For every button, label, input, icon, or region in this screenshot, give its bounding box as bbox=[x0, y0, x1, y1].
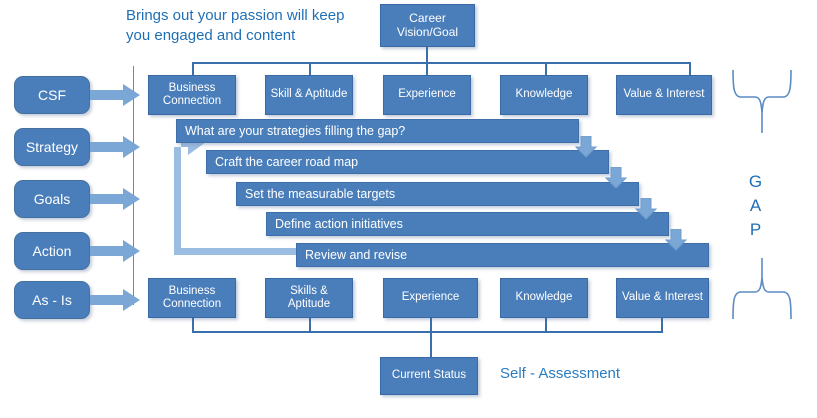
connector-asis-riser-5 bbox=[661, 318, 663, 332]
arrow-csf-icon bbox=[90, 84, 140, 106]
csf-cell-label: Business Connection bbox=[162, 81, 222, 107]
upper-brace-icon bbox=[731, 70, 793, 134]
sidebar-item-label: CSF bbox=[38, 86, 66, 103]
arrow-strategy-icon bbox=[90, 136, 140, 158]
connector-asis-riser-4 bbox=[545, 318, 547, 332]
step-4: Define action initiatives bbox=[266, 212, 669, 236]
career-vision-goal-label: Career Vision/Goal bbox=[396, 10, 459, 39]
step-down-arrow-3-icon bbox=[635, 198, 657, 220]
asis-cell-label: Knowledge bbox=[515, 291, 573, 304]
asis-cell-label: Skills & Aptitude bbox=[287, 284, 331, 310]
arrow-goals-icon bbox=[90, 188, 140, 210]
asis-cell-knowledge: Knowledge bbox=[500, 278, 588, 318]
sidebar-item-csf[interactable]: CSF bbox=[14, 76, 90, 114]
step-label: What are your strategies filling the gap… bbox=[185, 123, 406, 138]
career-vision-goal-box: Career Vision/Goal bbox=[380, 4, 475, 47]
arrow-as-is-icon bbox=[90, 289, 140, 311]
csf-cell-experience: Experience bbox=[383, 75, 471, 115]
connector-csf-bus bbox=[192, 62, 690, 64]
connector-csf-drop-5 bbox=[689, 62, 691, 75]
step-label: Set the measurable targets bbox=[245, 186, 396, 201]
connector-asis-riser-2 bbox=[309, 318, 311, 332]
csf-cell-label: Knowledge bbox=[515, 88, 573, 101]
asis-cell-experience: Experience bbox=[383, 278, 478, 318]
headline-caption: Brings out your passion will keep you en… bbox=[126, 7, 345, 45]
sidebar-item-strategy[interactable]: Strategy bbox=[14, 128, 90, 166]
step-label: Define action initiatives bbox=[275, 216, 403, 231]
connector-csf-drop-1 bbox=[192, 62, 194, 75]
asis-cell-value-interest: Value & Interest bbox=[616, 278, 709, 318]
connector-csf-drop-2 bbox=[309, 62, 311, 75]
step-down-arrow-2-icon bbox=[605, 167, 627, 189]
csf-cell-label: Skill & Aptitude bbox=[270, 88, 348, 101]
sidebar-item-label: Strategy bbox=[25, 138, 79, 155]
sidebar-item-label: As - Is bbox=[32, 291, 72, 308]
vertical-rail bbox=[133, 66, 134, 305]
step-5: Review and revise bbox=[296, 243, 709, 267]
asis-cell-label: Business Connection bbox=[162, 284, 222, 310]
sidebar-item-label: Goals bbox=[33, 190, 71, 207]
step-label: Review and revise bbox=[305, 247, 408, 262]
asis-cell-label: Experience bbox=[401, 291, 460, 304]
csf-cell-value-interest: Value & Interest bbox=[616, 75, 712, 115]
gap-label: GAP bbox=[746, 172, 765, 244]
current-status-box: Current Status bbox=[380, 357, 478, 395]
csf-cell-business-connection: Business Connection bbox=[148, 75, 236, 115]
csf-cell-label: Experience bbox=[398, 88, 456, 101]
step-down-arrow-1-icon bbox=[575, 136, 597, 158]
step-1: What are your strategies filling the gap… bbox=[176, 119, 579, 143]
lower-brace-icon bbox=[731, 258, 793, 320]
step-2: Craft the career road map bbox=[206, 150, 609, 174]
connector-asis-bus bbox=[192, 331, 663, 333]
sidebar-item-as-is[interactable]: As - Is bbox=[14, 281, 90, 319]
asis-cell-skills-aptitude: Skills & Aptitude bbox=[265, 278, 353, 318]
csf-cell-knowledge: Knowledge bbox=[500, 75, 588, 115]
csf-cell-skill-aptitude: Skill & Aptitude bbox=[265, 75, 353, 115]
connector-asis-riser-1 bbox=[192, 318, 194, 332]
step-label: Craft the career road map bbox=[215, 154, 359, 169]
connector-csf-drop-4 bbox=[545, 62, 547, 75]
sidebar-item-action[interactable]: Action bbox=[14, 232, 90, 270]
connector-vision-stem bbox=[426, 47, 428, 63]
step-3: Set the measurable targets bbox=[236, 182, 639, 206]
connector-csf-drop-3 bbox=[426, 62, 428, 75]
feedback-loop-arrow-icon bbox=[148, 118, 313, 261]
self-assessment-caption: Self - Assessment bbox=[500, 365, 621, 382]
connector-asis-riser-3 bbox=[430, 318, 432, 332]
sidebar-item-goals[interactable]: Goals bbox=[14, 180, 90, 218]
current-status-label: Current Status bbox=[391, 369, 467, 382]
asis-cell-label: Value & Interest bbox=[622, 291, 703, 304]
connector-current-status-stem bbox=[430, 331, 432, 358]
csf-cell-label: Value & Interest bbox=[623, 88, 705, 101]
arrow-action-icon bbox=[90, 240, 140, 262]
step-down-arrow-4-icon bbox=[665, 229, 687, 251]
asis-cell-business-connection: Business Connection bbox=[148, 278, 236, 318]
sidebar-item-label: Action bbox=[32, 242, 72, 259]
